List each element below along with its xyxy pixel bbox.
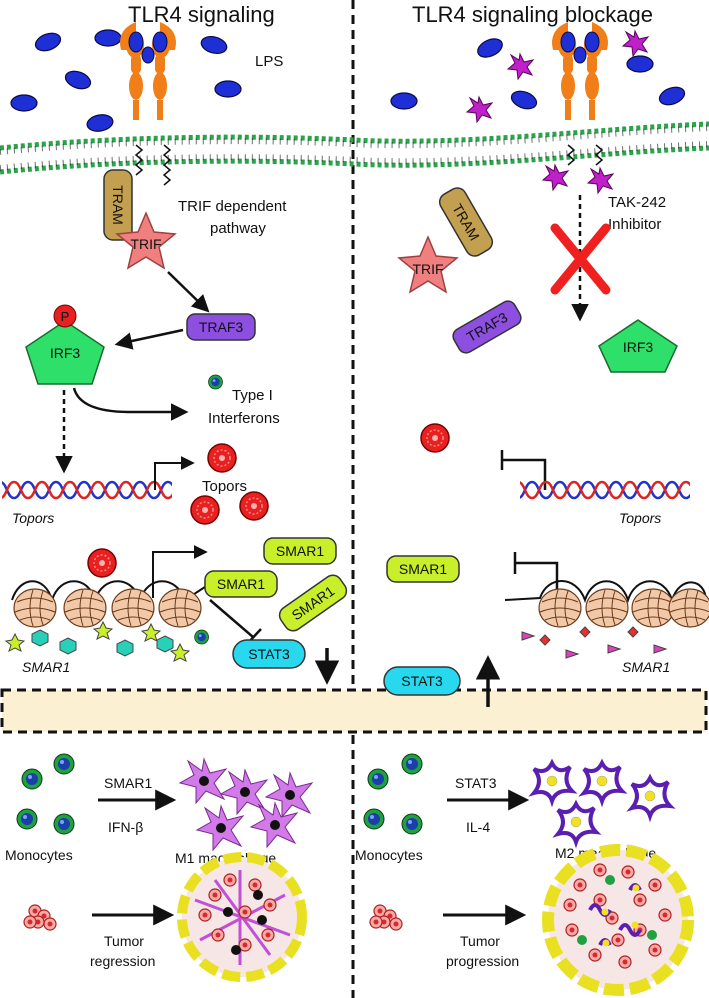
ifn-label-2: Interferons (208, 410, 280, 427)
m1-factor-1: SMAR1 (104, 775, 152, 791)
smar1-gene-label-right: SMAR1 (622, 659, 670, 675)
smar1-inhibition-right (513, 552, 559, 598)
chromatin-fiber-right (504, 580, 707, 604)
left-title: TLR4 signaling (128, 2, 275, 27)
smar1-protein-right: SMAR1 (386, 555, 460, 583)
tram-right: TRAM (438, 187, 494, 257)
smar1-protein-a: SMAR1 (263, 537, 337, 565)
ifn-label-1: Type I (232, 387, 273, 404)
inhibitor-label-1: TAK-242 (608, 194, 666, 211)
trif-pathway-label-2: pathway (210, 220, 266, 237)
smar1-protein-b: SMAR1 (204, 570, 278, 598)
topors-dna-right (520, 480, 690, 500)
irf3-left: IRF3 (25, 320, 105, 385)
cell-membrane (0, 121, 709, 175)
topors-on-chromatin (87, 548, 117, 578)
topors-gene-label-right: Topors (619, 510, 661, 526)
inhibitor-label-2: Inhibitor (608, 216, 661, 233)
trif-right: TRIF (397, 235, 459, 294)
smar1-gene-label-left: SMAR1 (22, 659, 70, 675)
histone-marks-left (4, 620, 191, 662)
tumor-mass-left (177, 374, 307, 982)
tumor-outcome-left-1: Tumor (104, 933, 144, 949)
tumor-mass-right (542, 844, 694, 996)
lps-label: LPS (255, 53, 283, 70)
m1-macrophages (179, 758, 313, 851)
svg-text:TRAF3: TRAF3 (199, 319, 244, 335)
stat3-right: STAT3 (383, 666, 461, 696)
svg-text:TRIF: TRIF (412, 261, 443, 277)
svg-text:P: P (61, 309, 70, 324)
block-x-mark (550, 223, 611, 295)
nucleosomes-left (13, 588, 202, 628)
monocytes-left (16, 753, 75, 835)
tumor-outcome-right-1: Tumor (460, 933, 500, 949)
topors-gene-label-left: Topors (12, 510, 54, 526)
m2-factor-2: IL-4 (466, 819, 490, 835)
trif-left: TRIF (115, 211, 177, 270)
tumor-outcome-left-2: regression (90, 953, 155, 969)
svg-text:STAT3: STAT3 (401, 673, 443, 689)
m1-factor-2: IFN-β (108, 819, 143, 835)
phospho-group: P (53, 304, 77, 328)
svg-text:TRAM: TRAM (110, 185, 126, 225)
traf3-left: TRAF3 (186, 313, 256, 341)
tumor-seed-right (369, 904, 403, 931)
nucleosomes-right (538, 588, 709, 628)
tram-left: TRAM (103, 169, 133, 241)
tumor-outcome-right-2: progression (446, 953, 519, 969)
svg-text:IRF3: IRF3 (50, 345, 81, 361)
trif-pathway-label-1: TRIF dependent (178, 198, 287, 215)
divider-band (0, 688, 708, 734)
stat3-left: STAT3 (232, 639, 306, 669)
traf3-right: TRAF3 (452, 300, 522, 354)
svg-text:TRIF: TRIF (130, 236, 161, 252)
topors-protein-right (420, 423, 450, 453)
tlr4-receptor-left (119, 21, 177, 121)
histone-marks-right (521, 626, 668, 659)
svg-text:SMAR1: SMAR1 (217, 576, 265, 592)
right-title: TLR4 signaling blockage (412, 2, 653, 27)
monocytes-right (363, 753, 423, 835)
svg-text:SMAR1: SMAR1 (276, 543, 324, 559)
svg-text:IRF3: IRF3 (623, 339, 654, 355)
svg-text:SMAR1: SMAR1 (399, 561, 447, 577)
m2-macrophages (532, 761, 672, 844)
monocytes-label-right: Monocytes (355, 847, 423, 863)
monocytes-label-left: Monocytes (5, 847, 73, 863)
svg-text:STAT3: STAT3 (248, 646, 290, 662)
m2-factor-1: STAT3 (455, 775, 497, 791)
tlr4-receptor-right (551, 21, 609, 121)
tumor-seed-left (23, 904, 57, 931)
topors-protein-label: Topors (202, 478, 247, 495)
smar1-protein-c: SMAR1 (278, 574, 348, 632)
irf3-right: IRF3 (598, 319, 678, 373)
topors-dna-left (2, 480, 172, 500)
